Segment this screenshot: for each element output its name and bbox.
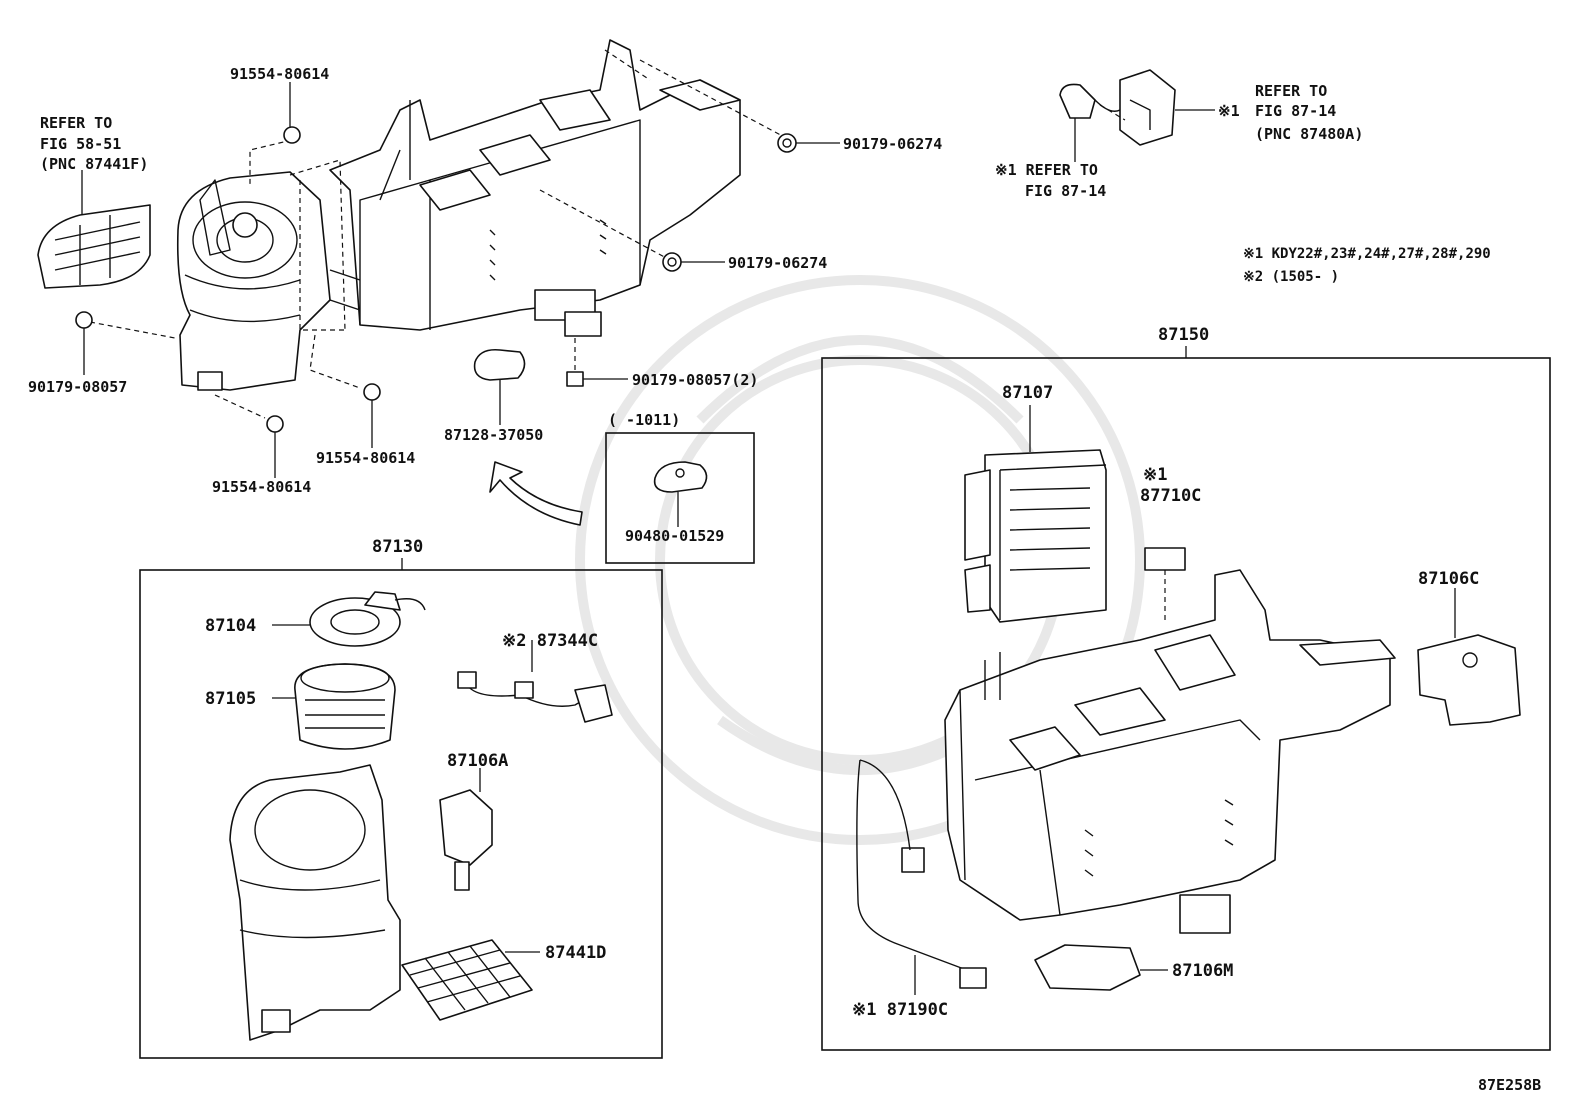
- box-87150: [821, 346, 1551, 1051]
- nut-90179-06274-b-icon: [662, 252, 682, 272]
- label-87106m: 87106M: [1172, 961, 1233, 981]
- label-87710c: 87710C: [1140, 486, 1201, 506]
- screw-mid-icon: [363, 383, 381, 401]
- label-91554-bot: 91554-80614: [212, 478, 311, 496]
- nut-90179-06274-a-icon: [777, 133, 797, 153]
- label-refer-87-14-top-l2: FIG 87-14: [1255, 102, 1336, 120]
- box-87130: [139, 558, 663, 1059]
- detail-box-90480: [605, 432, 755, 564]
- label-91554-mid: 91554-80614: [316, 449, 415, 467]
- label-range-1011: ( -1011): [608, 411, 680, 429]
- label-87710c-mark: ※1: [1143, 465, 1167, 485]
- label-refer-87-14-left-l2: FIG 87-14: [1025, 182, 1106, 200]
- top-right-connectors: [1059, 69, 1215, 162]
- label-90480: 90480-01529: [625, 527, 724, 545]
- label-refer-58-line2: FIG 58-51: [40, 135, 121, 153]
- label-90179-06274-a: 90179-06274: [843, 135, 942, 153]
- label-90179-06274-b: 90179-06274: [728, 254, 827, 272]
- label-90179-08057-2: 90179-08057(2): [632, 371, 758, 389]
- label-refer-87-14-top-l1: REFER TO: [1255, 82, 1327, 100]
- label-refer-87-14-left-l1: ※1 REFER TO: [995, 161, 1098, 179]
- label-87106a: 87106A: [447, 751, 508, 771]
- label-87150: 87150: [1158, 325, 1209, 345]
- label-87106c: 87106C: [1418, 569, 1479, 589]
- top-leader-lines: [83, 82, 840, 478]
- label-87344c: ※2 87344C: [502, 631, 598, 651]
- label-refer-87-14-top-mark: ※1: [1218, 102, 1240, 120]
- label-87130: 87130: [372, 537, 423, 557]
- label-refer-58-line3: (PNC 87441F): [40, 155, 148, 173]
- swap-arrow-icon: [489, 461, 583, 526]
- label-91554-top: 91554-80614: [230, 65, 329, 83]
- label-87190c: ※1 87190C: [852, 1000, 948, 1020]
- label-refer-87-14-top-l3: (PNC 87480A): [1255, 125, 1363, 143]
- note-2: ※2 (1505- ): [1243, 269, 1339, 285]
- figure-code: 87E258B: [1478, 1076, 1541, 1094]
- top-ac-unit-case: [329, 39, 741, 337]
- damper-87128-icon: [473, 348, 526, 381]
- label-87105: 87105: [205, 689, 256, 709]
- labels: 91554-80614 REFER TO FIG 58-51 (PNC 8744…: [28, 65, 1541, 1094]
- label-87104: 87104: [205, 616, 256, 636]
- label-87107: 87107: [1002, 383, 1053, 403]
- filter-left-reference: [37, 170, 151, 289]
- label-90179-08057-left: 90179-08057: [28, 378, 127, 396]
- label-87128: 87128-37050: [444, 426, 543, 444]
- note-1: ※1 KDY22#,23#,24#,27#,28#,290: [1243, 246, 1491, 262]
- label-refer-58-line1: REFER TO: [40, 114, 112, 132]
- nut-90179-08057-left-icon: [75, 311, 93, 329]
- top-dashed-leaders: [89, 49, 791, 419]
- top-blower-assembly: [176, 171, 331, 391]
- label-87441d: 87441D: [545, 943, 606, 963]
- screw-top-icon: [283, 126, 301, 144]
- screw-bot-icon: [266, 415, 284, 433]
- nut-90179-08057-2-icon: [566, 371, 584, 387]
